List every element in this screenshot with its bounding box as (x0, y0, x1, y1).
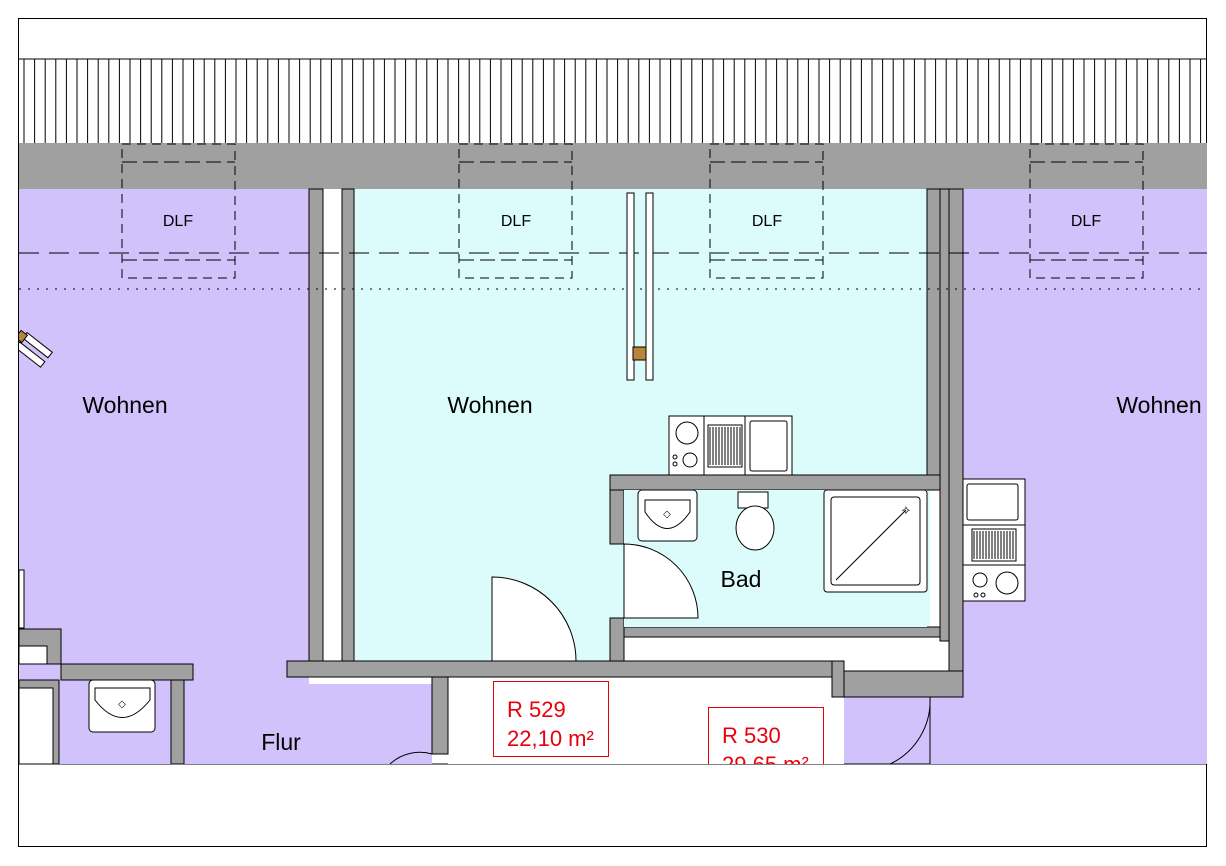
skylight-2-label: DLF (501, 213, 531, 230)
skylight-4: DLF (1029, 143, 1144, 279)
left-living-label: Wohnen (82, 392, 167, 418)
right-hall-area (844, 697, 963, 764)
toilet-bowl (735, 505, 775, 551)
skylight-4-label: DLF (1071, 213, 1101, 230)
room-tag-529-number: R 529 (507, 697, 566, 722)
left-bath-fixtures: ◇ (19, 679, 156, 764)
left-window-frame (19, 329, 53, 368)
corridor-niche (624, 637, 940, 661)
skylight-2: DLF (458, 143, 573, 279)
skylight-3: DLF (709, 143, 824, 279)
center-kitchenette (668, 415, 793, 476)
left-shower-edge (19, 687, 54, 764)
left-sink-niche (19, 645, 48, 665)
dish-drainer-icon (971, 528, 1017, 562)
stove-knob-icon (973, 592, 979, 598)
stove-burner-icon (675, 421, 699, 445)
room-tag-530: R 530 29,65 m² (708, 707, 824, 777)
room-tag-530-area: 29,65 m² (722, 752, 809, 777)
stove-burner-icon (682, 452, 698, 468)
left-cabinet (19, 569, 25, 629)
room-tag-529-area: 22,10 m² (507, 726, 594, 751)
dish-drainer-icon (707, 424, 743, 468)
skylight-1-label: DLF (163, 213, 193, 230)
skylight-1: DLF (121, 143, 236, 279)
stove-burner-icon (972, 572, 988, 588)
sink-basin (749, 420, 788, 472)
room-tag-530-number: R 530 (722, 723, 781, 748)
roof-rafter-hatching (23, 59, 1202, 143)
sink-basin (966, 483, 1019, 521)
right-living-room (963, 189, 1207, 764)
chimney-pipe (626, 192, 654, 381)
faucet-icon: ◇ (118, 699, 126, 710)
bath-door-swing (623, 543, 699, 619)
center-living-label: Wohnen (447, 392, 532, 418)
toilet-tank (737, 491, 769, 509)
hall-door-swing (389, 751, 433, 764)
room-tag-529: R 529 22,10 m² (493, 681, 609, 757)
right-living-label: Wohnen (1116, 392, 1201, 418)
stove-knob-icon (672, 454, 678, 460)
hall-label: Flur (261, 729, 301, 755)
vent-box (632, 346, 647, 361)
bath-label: Bad (721, 566, 762, 592)
stove-knob-icon (980, 592, 986, 598)
roof-edge-band (19, 143, 1207, 189)
stove-burner-icon (995, 571, 1019, 595)
right-kitchenette (962, 478, 1026, 602)
stove-knob-icon (672, 461, 678, 467)
skylight-3-label: DLF (752, 213, 782, 230)
bath-fixtures: ◇ ✧ (624, 489, 928, 627)
shower-head-icon: ✧ (901, 503, 912, 518)
faucet-icon: ◇ (663, 509, 671, 520)
hall-room (184, 684, 432, 764)
doors (389, 543, 931, 764)
center-room-door-swing (491, 576, 577, 662)
